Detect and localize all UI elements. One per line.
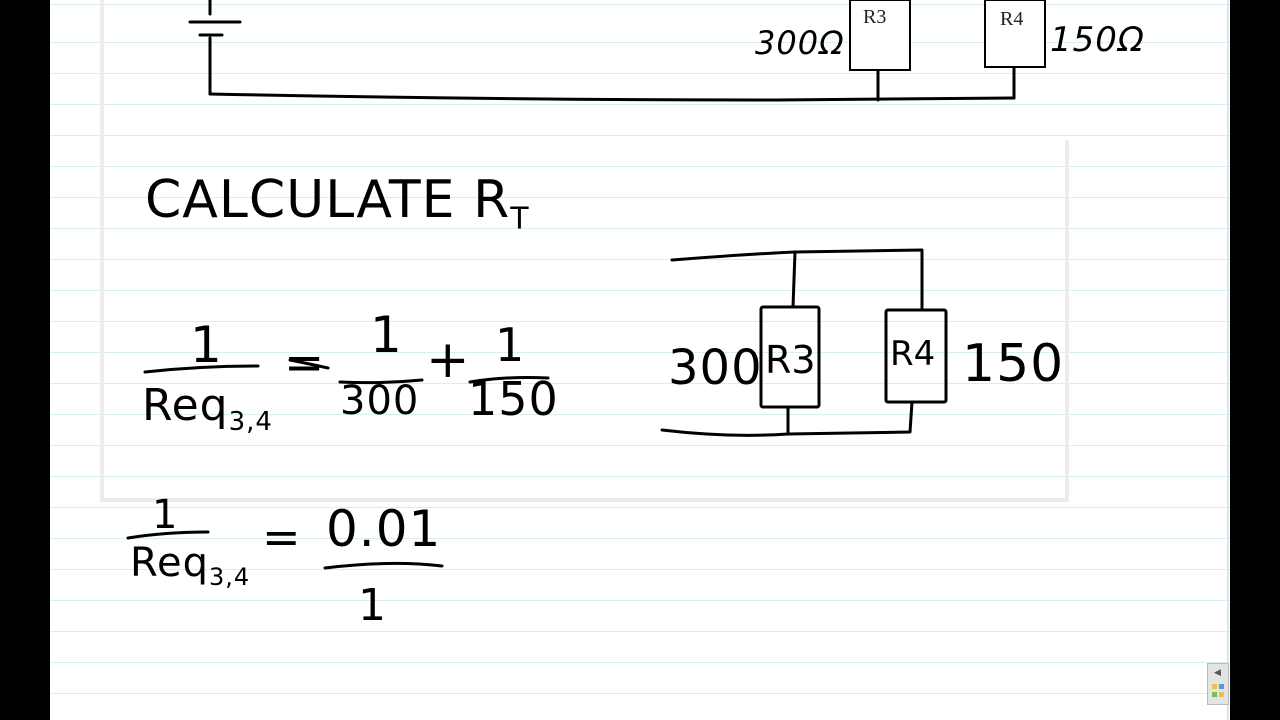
top-r3-value: 300Ω — [755, 24, 845, 62]
eq1-lhs-numerator: 1 — [190, 316, 223, 374]
scroll-left-arrow-icon[interactable]: ◀ — [1214, 667, 1221, 677]
equation1-strokes — [143, 358, 550, 385]
right-r3-label: R3 — [765, 338, 816, 382]
eq1-plus: + — [426, 330, 471, 390]
equation2-strokes — [126, 530, 444, 570]
right-r4-value: 150 — [962, 334, 1065, 394]
eq1-term1-numerator: 1 — [370, 306, 403, 364]
heading-text: CALCULATE R — [145, 170, 511, 230]
page-nav-widget[interactable]: ◀ — [1207, 663, 1229, 705]
nav-square-icon — [1219, 684, 1224, 689]
eq2-lhs-den-sub: 3,4 — [209, 563, 251, 591]
eq1-term1-denominator: 300 — [340, 378, 420, 424]
top-r4-value: 150Ω — [1050, 20, 1145, 60]
top-r3-box — [849, 0, 911, 71]
eq1-lhs-den-text: Req — [142, 380, 229, 431]
top-r4-label: R4 — [1000, 8, 1024, 30]
nav-square-icon — [1212, 684, 1217, 689]
eq1-lhs-den-sub: 3,4 — [228, 406, 273, 437]
top-r3-label: R3 — [863, 6, 887, 28]
nav-square-icon — [1212, 692, 1217, 697]
eq1-term2-denominator: 150 — [468, 372, 559, 426]
eq2-equals: = — [262, 510, 302, 564]
eq2-lhs-den-text: Req — [130, 540, 209, 586]
eq1-lhs-denominator: Req3,4 — [142, 380, 273, 437]
eq1-term2-numerator: 1 — [495, 318, 526, 372]
eq2-lhs-denominator: Req3,4 — [130, 540, 250, 591]
top-circuit — [188, 0, 1016, 102]
notebook-page: R3 R4 300Ω 150Ω CALCULATE RT 1 Req3,4 = … — [50, 0, 1230, 720]
eq1-equals: = — [284, 335, 326, 391]
eq2-lhs-numerator: 1 — [152, 492, 179, 538]
eq2-rhs-denominator: 1 — [358, 580, 387, 631]
parallel-circuit — [660, 248, 948, 437]
heading: CALCULATE RT — [145, 170, 530, 236]
right-r4-label: R4 — [890, 334, 936, 374]
right-r3-value: 300 — [668, 340, 763, 396]
heading-subscript: T — [510, 201, 530, 237]
margin-line — [1227, 0, 1229, 720]
nav-square-icon — [1219, 692, 1224, 697]
top-r4-box — [984, 0, 1046, 68]
slide-frame — [100, 0, 1069, 502]
eq2-rhs-numerator: 0.01 — [326, 500, 442, 558]
ink-layer — [100, 0, 1069, 570]
